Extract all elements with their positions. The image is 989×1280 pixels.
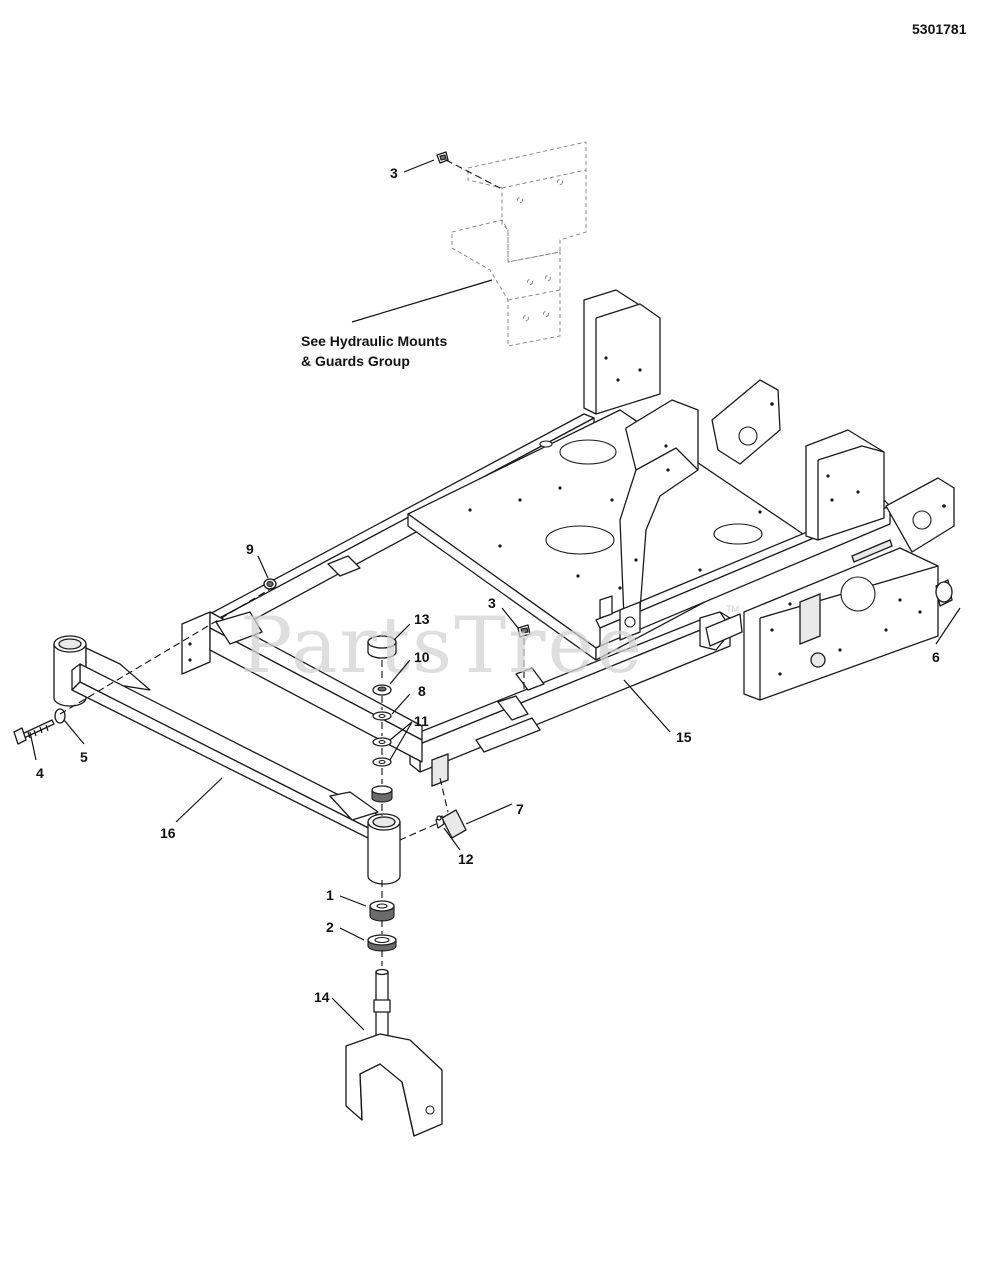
callout-9: 9: [246, 541, 254, 557]
document-number: 5301781: [912, 21, 967, 37]
callout-2: 2: [326, 919, 334, 935]
bearing-1: [369, 900, 395, 922]
dash-line-fitting: [399, 823, 437, 841]
caster-fork-14: [345, 968, 443, 1137]
callout-4: 4: [36, 765, 44, 781]
note-line-1: See Hydraulic Mounts: [301, 333, 447, 349]
clip-nut-top: [436, 151, 449, 164]
watermark-text: PartsTree: [240, 601, 644, 691]
callout-6: 6: [932, 649, 940, 665]
callout-10: 10: [414, 649, 430, 665]
callout-11: 11: [414, 713, 429, 729]
callout-1: 1: [326, 887, 334, 903]
callout-7: 7: [516, 801, 524, 817]
callout-16: 16: [160, 825, 176, 841]
dash-line-bolt: [59, 587, 273, 715]
callout-3-top: 3: [390, 165, 398, 181]
callout-15: 15: [676, 729, 692, 745]
watermark-trademark: TM: [726, 604, 739, 614]
callout-13: 13: [414, 611, 430, 627]
washer-5: [54, 708, 66, 724]
grease-fitting-12: [435, 815, 445, 829]
dash-line-clip-top: [445, 159, 501, 189]
bolt-4: [13, 719, 55, 745]
bearing-race-2: [367, 934, 397, 952]
note-line-2: & Guards Group: [301, 353, 410, 369]
front-axle: [53, 635, 401, 885]
callout-12: 12: [458, 851, 474, 867]
callout-5: 5: [80, 749, 88, 765]
center-stack: [367, 635, 397, 803]
plug-cap-7: [441, 809, 467, 839]
main-frame: [181, 289, 955, 787]
clip-nut-mid: [517, 624, 531, 638]
callout-14: 14: [314, 989, 330, 1005]
hex-nut-9: [263, 578, 277, 590]
callout-8: 8: [418, 683, 426, 699]
callout-3-mid: 3: [488, 595, 496, 611]
dash-line-cap: [439, 777, 449, 813]
hydraulic-mount-ghost: [451, 141, 587, 347]
leader-lines: [29, 159, 961, 1031]
